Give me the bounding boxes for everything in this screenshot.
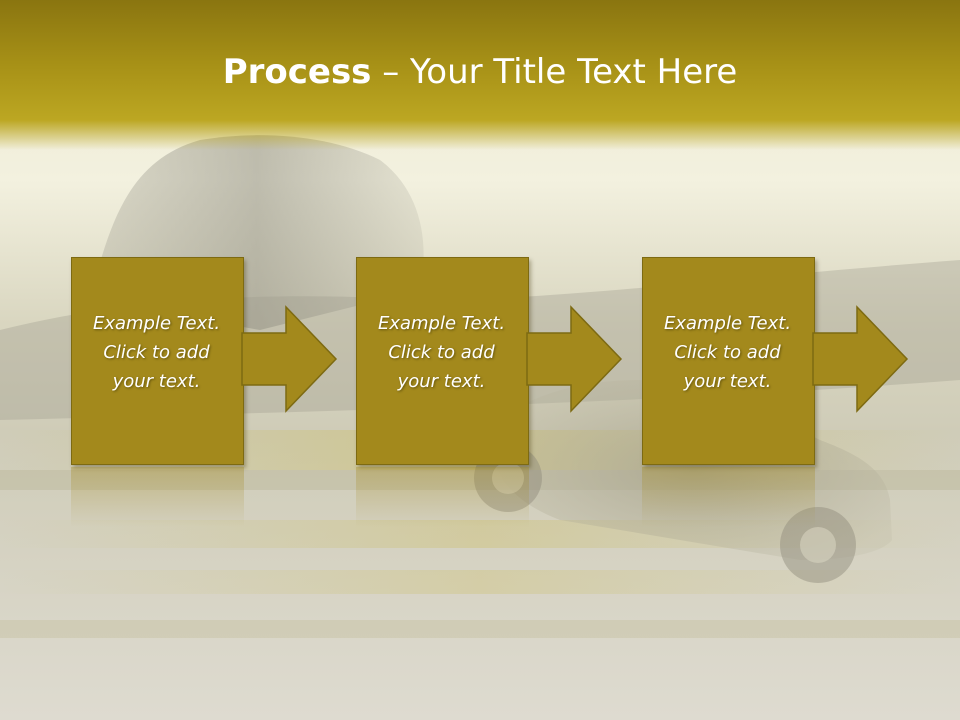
step-text-line: your text.	[397, 371, 486, 392]
step-box	[71, 257, 244, 465]
step-text-line: Click to add	[674, 342, 781, 363]
title-band	[0, 0, 960, 150]
step-reflection	[71, 467, 244, 527]
title-bold-part: Process	[222, 52, 372, 92]
step-reflection	[642, 467, 815, 527]
step-text-line: Example Text.	[92, 313, 221, 334]
title-rest-part: – Your Title Text Here	[371, 52, 738, 92]
step-text-line: Click to add	[388, 342, 495, 363]
slide-title[interactable]: Process – Your Title Text Here	[0, 52, 960, 92]
arrow-right-icon	[812, 305, 909, 415]
step-text-line: Click to add	[103, 342, 210, 363]
arrow-right-icon	[526, 305, 623, 415]
step-text-line: your text.	[112, 371, 201, 392]
process-step-3[interactable]: Example Text. Click to add your text.	[642, 257, 815, 527]
process-step-2[interactable]: Example Text. Click to add your text.	[356, 257, 529, 527]
step-text-line: your text.	[683, 371, 772, 392]
step-text[interactable]: Example Text. Click to add your text.	[71, 309, 242, 396]
process-step-1[interactable]: Example Text. Click to add your text.	[71, 257, 244, 527]
step-text[interactable]: Example Text. Click to add your text.	[642, 309, 813, 396]
step-box	[356, 257, 529, 465]
step-text[interactable]: Example Text. Click to add your text.	[356, 309, 527, 396]
arrow-right-icon	[241, 305, 338, 415]
step-text-line: Example Text.	[377, 313, 506, 334]
step-reflection	[356, 467, 529, 527]
step-text-line: Example Text.	[663, 313, 792, 334]
